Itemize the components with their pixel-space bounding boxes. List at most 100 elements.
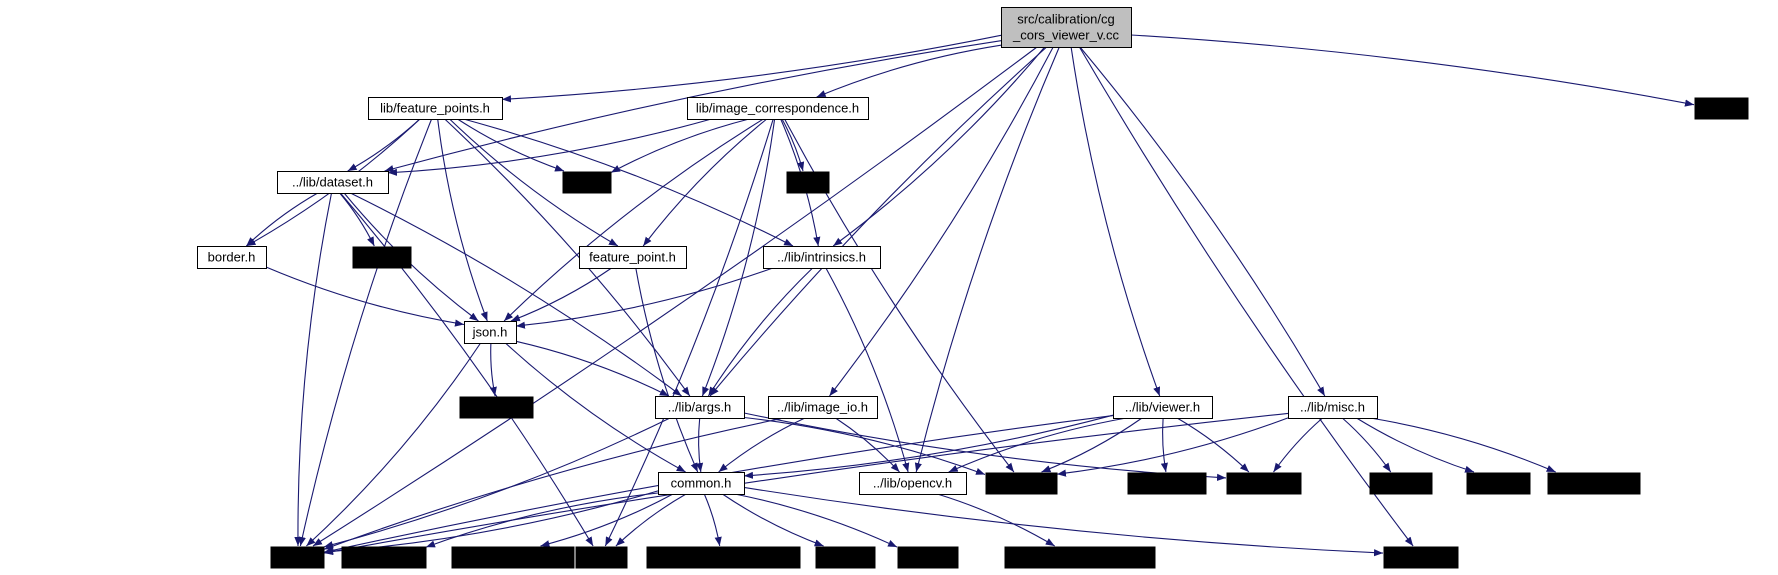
node-label-opencv: ../lib/opencv.h [873, 476, 952, 491]
node-border[interactable]: border.h [197, 246, 267, 269]
node-label-args: ../lib/args.h [668, 400, 732, 415]
node-box-common [658, 472, 745, 495]
edge-image_io-to-common [718, 417, 806, 473]
node-cstdint: cstdint [897, 546, 959, 569]
node-box-cstddef [815, 546, 876, 569]
edge-args-to-common [695, 417, 704, 473]
edge-misc-to-misc_tcc [1341, 417, 1392, 473]
node-label-set: set [799, 175, 817, 190]
node-label-functional: functional [1139, 476, 1195, 491]
edge-feature_point-to-common [635, 267, 699, 473]
node-intrinsics[interactable]: ../lib/intrinsics.h [763, 246, 881, 269]
node-iosfwd: iosfwd [352, 246, 412, 269]
node-label-root-line-1: src/calibration/cg [1017, 12, 1115, 27]
edge-feature_points-to-map [457, 118, 565, 172]
node-box-functional [1127, 472, 1207, 495]
edge-common-to-utility [615, 493, 687, 547]
edge-json-to-string [306, 342, 482, 547]
node-box-utility [575, 546, 628, 569]
edge-misc-to-random [1356, 417, 1475, 473]
edge-viewer-to-functional [1160, 417, 1168, 473]
node-feature_points[interactable]: lib/feature_points.h [368, 97, 503, 120]
node-box-type_traits [1547, 472, 1641, 495]
node-iostream: iostream [1383, 546, 1459, 569]
node-dataset[interactable]: ../lib/dataset.h [277, 171, 389, 194]
edge-feature_points-to-string [298, 118, 433, 547]
node-box-border [197, 246, 267, 269]
node-common[interactable]: common.h [658, 472, 745, 495]
node-args[interactable]: ../lib/args.h [655, 396, 745, 419]
node-label-cstdlib: cstdlib [1703, 101, 1740, 116]
node-box-misc [1288, 396, 1378, 419]
node-box-random [1466, 472, 1531, 495]
node-cstdlib: cstdlib [1694, 97, 1749, 120]
edge-image_correspondence-to-json [503, 118, 764, 322]
node-label-vector: vector [1003, 476, 1039, 491]
edge-common-to-stdexcept [425, 492, 659, 548]
edge-feature_points-to-args [444, 118, 691, 397]
edge-misc-to-vector [1056, 417, 1289, 477]
node-box-misc_tcc [1369, 472, 1433, 495]
edge-image_correspondence-to-map [610, 118, 750, 173]
edge-dataset-to-utility [339, 192, 594, 547]
node-label-opencv_hpp: opencv2/opencv.hpp [1020, 550, 1139, 565]
edge-image_correspondence-to-set [781, 118, 805, 172]
node-label-core_hpp: opencv2/core/core.hpp [657, 550, 789, 565]
node-feature_point[interactable]: feature_point.h [579, 246, 687, 269]
node-memory: memory [1226, 472, 1302, 495]
node-string: string [270, 546, 325, 569]
edge-image_correspondence-to-feature_point [642, 118, 768, 247]
node-box-vector [985, 472, 1058, 495]
edge-opencv-to-opencv_hpp [937, 493, 1055, 547]
node-label-border: border.h [208, 250, 256, 265]
edge-misc-to-string [323, 412, 1289, 556]
edge-root-to-cstdlib [1130, 34, 1695, 107]
edge-common-to-initializer_list [540, 493, 674, 548]
node-box-string [270, 546, 325, 569]
node-box-map [562, 171, 612, 194]
edge-intrinsics-to-args [707, 267, 813, 397]
node-box-args [655, 396, 745, 419]
node-viewer[interactable]: ../lib/viewer.h [1113, 396, 1213, 419]
node-opencv_hpp: opencv2/opencv.hpp [1004, 546, 1156, 569]
edge-root-to-image_io [829, 46, 1054, 397]
node-label-type_traits: type_traits [1564, 476, 1624, 491]
node-label-feature_point: feature_point.h [589, 250, 676, 265]
node-box-image_io [768, 396, 878, 419]
node-box-image_correspondence [687, 97, 869, 120]
node-image_io[interactable]: ../lib/image_io.h [768, 396, 878, 419]
node-label-root-line-2: _cors_viewer_v.cc [1012, 28, 1119, 43]
node-label-initializer_list: initializer_list [476, 550, 550, 565]
node-json_hpp: json.hpp [459, 396, 534, 419]
edge-viewer-to-opencv [948, 417, 1127, 473]
edge-dataset-to-string [294, 192, 333, 547]
node-box-cstdlib [1694, 97, 1749, 120]
node-root[interactable]: src/calibration/cg_cors_viewer_v.cc [1001, 7, 1132, 48]
node-box-feature_point [579, 246, 687, 269]
node-stdexcept: stdexcept [341, 546, 427, 569]
node-json[interactable]: json.h [464, 321, 517, 344]
edge-args-to-vector [743, 416, 986, 476]
node-box-viewer [1113, 396, 1213, 419]
node-label-map: map [574, 175, 599, 190]
node-opencv[interactable]: ../lib/opencv.h [859, 472, 967, 495]
node-box-json [464, 321, 517, 344]
edge-feature_points-to-dataset [347, 118, 421, 172]
edge-image_io-to-string [323, 417, 785, 550]
node-label-feature_points: lib/feature_points.h [380, 101, 490, 116]
edge-image_correspondence-to-utility [604, 118, 774, 547]
edge-misc-to-memory [1273, 417, 1323, 473]
edge-root-to-opencv [914, 46, 1060, 473]
node-label-intrinsics: ../lib/intrinsics.h [777, 250, 866, 265]
node-misc[interactable]: ../lib/misc.h [1288, 396, 1378, 419]
node-image_correspondence[interactable]: lib/image_correspondence.h [687, 97, 869, 120]
node-box-iostream [1383, 546, 1459, 569]
node-box-core_hpp [646, 546, 801, 569]
node-label-memory: memory [1240, 476, 1287, 491]
node-box-cstdint [897, 546, 959, 569]
node-label-dataset: ../lib/dataset.h [292, 175, 373, 190]
edge-root-to-intrinsics [832, 46, 1046, 247]
edge-viewer-to-common [743, 414, 1114, 479]
node-label-cstdint: cstdint [909, 550, 947, 565]
